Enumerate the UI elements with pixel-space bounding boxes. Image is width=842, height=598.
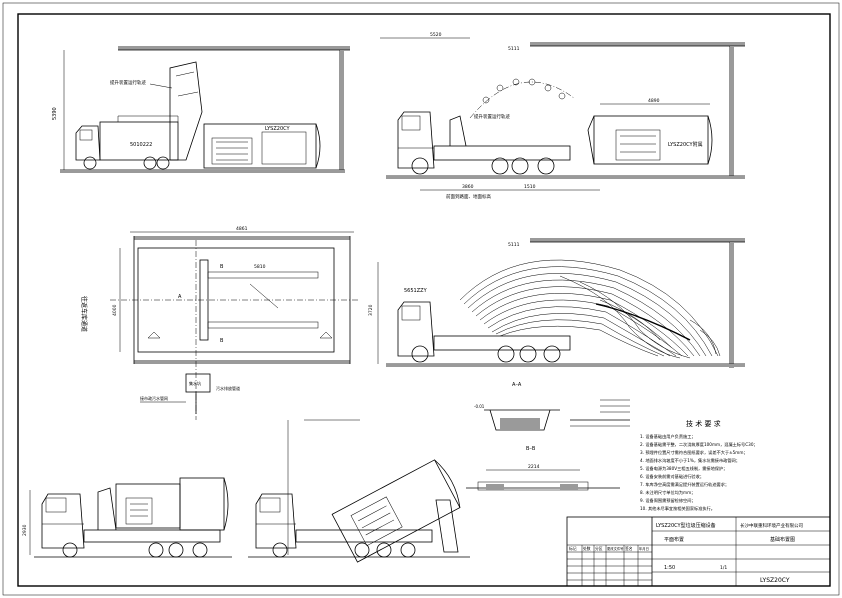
dim-3720: 3720 — [368, 304, 374, 316]
pit-label: 集水坑 — [189, 380, 201, 386]
swept-trajectory — [459, 259, 721, 359]
note-tilt-right: 提升装置运行轨迹 — [474, 113, 510, 120]
tech-line: 7. 车库净空高度需满足提升装置运行轨迹要求； — [640, 481, 729, 488]
dim-5390: 5390 — [52, 107, 58, 120]
project-name: 平面布置 — [664, 536, 684, 543]
dim-4890: 4890 — [648, 98, 660, 104]
marker-a: A — [178, 294, 182, 300]
truck-model-label: 5010222 — [130, 142, 152, 148]
hdr-mark: 标记 — [569, 546, 577, 551]
level-top-right: 5111 — [508, 46, 520, 52]
section-b-label: B–B — [526, 446, 536, 452]
level-middle-right: 5111 — [508, 242, 520, 248]
tech-line: 4. 地面排水沟坡度不小于1%，集水坑需接市政管网； — [640, 457, 740, 464]
section-a-label: A–A — [512, 382, 522, 388]
tech-requirements: 技 术 要 求 1. 设备基础由用户负责施工； 2. 设备基础需平整，二次浇筑厚… — [640, 419, 758, 512]
bottom-middle-truck — [248, 419, 470, 563]
company-name: 长沙中联重科环境产业有限公司 — [740, 522, 803, 529]
level-section-a: -0.01 — [474, 404, 485, 409]
tech-line: 3. 预埋件位置尺寸需符合图纸要求，误差不大于±5mm； — [640, 449, 748, 456]
plan-length-dim: 4861 — [236, 226, 248, 232]
plan-view: 4861 4000 往返车库通道 5810 B B A 集水坑 污水排放管道 接… — [80, 226, 360, 420]
top-right-elevation: 5520 5111 提升装置运行轨迹 LYSZ20CY附属 4890 — [380, 32, 745, 200]
unit-model-top-left: LYSZ20CY — [265, 126, 291, 132]
scale-value: 1:50 — [664, 565, 675, 571]
tech-line: 10. 其他未尽事宜按相关国家标准执行。 — [640, 505, 715, 512]
unit-model-top-right: LYSZ20CY附属 — [668, 141, 703, 148]
tech-title: 技 术 要 求 — [686, 419, 721, 428]
tech-line: 2. 设备基础需平整，二次浇筑厚度100mm，混凝土标号C30； — [640, 441, 758, 448]
drawing-border — [17, 13, 831, 587]
dim-3860: 3860 — [462, 184, 474, 190]
note-road: 前面到路面、地面标高 — [446, 193, 491, 200]
plan-width-dim: 4000 — [112, 304, 118, 316]
tech-line: 5. 设备电源为380V三相五线制，需接地保护； — [640, 465, 727, 472]
pit-note2: 接市政污水管网 — [140, 395, 168, 401]
hdr-zone: 分区 — [595, 546, 603, 551]
truck-model-middle: 5651ZZY — [404, 288, 428, 294]
dim-1510: 1510 — [524, 184, 536, 190]
drawing-title: LYSZ20CY型垃圾压缩设备 — [656, 522, 716, 529]
hdr-count: 处数 — [583, 546, 591, 551]
marker-b-top: B — [220, 264, 224, 270]
hdr-doc: 更改文件号 — [607, 546, 624, 551]
drawing-code: LYSZ20CY — [760, 577, 790, 584]
sheet-number: 1/1 — [720, 565, 727, 571]
middle-right-elevation: 5111 3720 5651ZZY — [368, 238, 745, 368]
tech-line: 8. 未注明尺寸单位均为mm； — [640, 489, 695, 496]
dim-5520: 5520 — [430, 32, 442, 38]
tech-line: 1. 设备基础由用户负责施工； — [640, 433, 696, 440]
pit-note1: 污水排放管道 — [216, 385, 240, 391]
hdr-date: 年月日 — [639, 546, 649, 551]
sheet-name: 基础布置图 — [770, 536, 795, 543]
hdr-sign: 签名 — [625, 546, 633, 551]
dim-2214: 2214 — [528, 464, 540, 470]
dim-2930: 2930 — [22, 524, 28, 536]
tech-line: 9. 设备周围需预留检修空间； — [640, 497, 696, 504]
plan-side-label: 往返车库通道 — [80, 296, 88, 332]
tech-line: 6. 设备安装前需对基础进行验收； — [640, 473, 704, 480]
plan-dim-5810: 5810 — [254, 264, 266, 270]
top-left-elevation: 5390 5010222 提升装置运行轨迹 LYSZ20CY — [52, 46, 350, 173]
marker-b-bottom: B — [220, 338, 224, 344]
bottom-left-truck: 2930 — [22, 477, 232, 558]
section-details: A–A -0.01 B–B 2214 — [466, 382, 630, 491]
note-tilt-left: 提升装置运行轨迹 — [110, 79, 146, 86]
title-block: 标记 处数 分区 更改文件号 签名 年月日 LYSZ20CY型垃圾压缩设备 长沙… — [566, 516, 831, 587]
